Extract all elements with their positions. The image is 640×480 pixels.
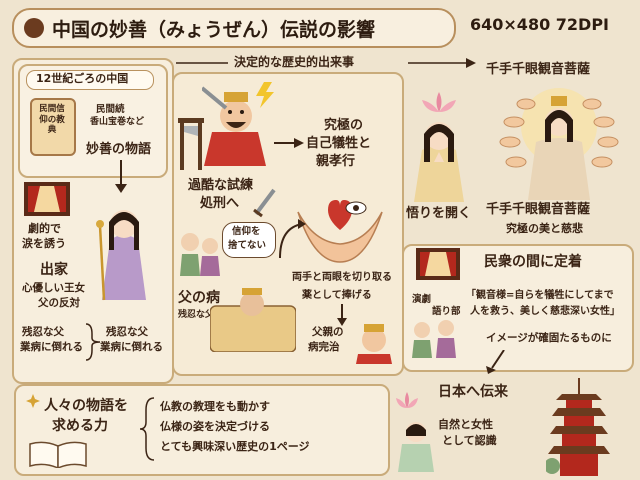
cured-line-2: 病完治	[308, 341, 340, 353]
footer-brace	[139, 397, 155, 461]
quote-line-1: 「観音様=自らを犠牲にしてまで	[466, 290, 614, 301]
footer-item-2: 仏様の姿を決定づける	[160, 420, 270, 433]
sick-father-bed-icon	[210, 288, 296, 352]
cured-line-1: 父親の	[312, 326, 344, 338]
theater-curtain-icon	[24, 182, 70, 216]
stage-icon	[416, 248, 460, 280]
princess-line-1: 心優しい王女	[22, 282, 85, 294]
faith-line-2: 捨てない	[228, 240, 267, 251]
brace-connector	[85, 323, 101, 361]
power-line-1: 人々の物語を	[44, 398, 128, 414]
japan-label: 日本へ伝来	[438, 384, 508, 400]
hands-line-1: 両手と両眼を切り取る	[292, 272, 392, 283]
praying-miaoshan-icon	[414, 122, 464, 202]
drama-small-label: 演劇	[412, 294, 432, 305]
princess-line-2: 父の反対	[38, 297, 80, 309]
image-label: イメージが確固たるものに	[486, 332, 612, 344]
lotus-icon	[422, 92, 456, 112]
recovered-king-icon	[356, 324, 392, 364]
trial-line-2: 処刑へ	[200, 196, 240, 211]
folk-scroll	[30, 98, 76, 156]
thousand-top-label: 千手千眼観音菩薩	[486, 62, 591, 77]
cruel-father-alt-line-1: 残忍な父	[106, 326, 148, 338]
dimensions-label: 640×480 72DPI	[470, 15, 609, 34]
enlighten-label: 悟りを開く	[406, 206, 472, 221]
nature-line-1: 自然と女性	[438, 418, 493, 431]
sources-line-2: 香山宝巻など	[90, 117, 145, 127]
footer-item-1: 仏教の教理をも動かす	[160, 400, 270, 413]
angry-king-icon	[202, 86, 266, 166]
timeline-label: 決定的な歴史的出来事	[234, 55, 355, 69]
timeline-arrow	[176, 58, 476, 68]
cruel-father-line-1: 残忍な父	[22, 326, 64, 338]
drama-line-2: 涙を誘う	[22, 237, 66, 250]
power-line-2: 求める力	[52, 418, 108, 434]
folk-scroll-text: 民間信仰の教典	[39, 104, 65, 136]
down-arrow-icon	[115, 160, 127, 193]
lotus-small-icon	[396, 392, 418, 408]
pagoda-icon	[546, 378, 610, 476]
leave-home-label: 出家	[40, 262, 68, 278]
hands-line-2: 薬として捧げる	[302, 290, 372, 301]
spread-label: 民衆の間に定着	[484, 254, 582, 270]
sacrifice-line-3: 親孝行	[316, 154, 356, 169]
right-arrow-icon	[274, 138, 304, 148]
down-arrow-small-icon	[337, 304, 347, 326]
bullet-dot-icon	[24, 18, 44, 38]
storyteller-label: 語り部	[432, 306, 461, 317]
open-book-icon	[29, 441, 87, 468]
cruel-father-line-2: 業病に倒れる	[20, 341, 83, 353]
quote-line-2: 人を救う、美しく慈悲深い女性」	[470, 306, 620, 317]
sources-line-1: 民間続	[96, 104, 125, 115]
illness-label: 父の病	[178, 290, 220, 306]
sacrifice-line-1: 究極の	[324, 118, 364, 133]
princess-miaoshan-icon	[96, 210, 146, 301]
title-banner: 中国の妙善（みょうぜん）伝説の影響	[12, 8, 456, 48]
era-label: 12世紀ごろの中国	[36, 72, 129, 85]
audience-icon	[412, 320, 456, 358]
guillotine-icon	[178, 118, 204, 170]
speech-bubble	[222, 222, 276, 258]
nature-line-2: として認識	[442, 434, 497, 447]
story-label: 妙善の物語	[86, 142, 152, 157]
sacrifice-line-2: 自己犠牲と	[306, 136, 372, 151]
down-right-arrow-icon	[486, 350, 505, 374]
era-label-box	[26, 70, 154, 90]
thousand-arm-guanyin-icon	[499, 88, 619, 200]
thousand-name-label: 千手千眼観音菩薩	[486, 202, 591, 217]
cruel-father-small: 残忍な父	[178, 310, 215, 320]
offering-hands-icon	[297, 200, 383, 263]
footer-item-3: とても興味深い歴史の1ページ	[160, 440, 310, 453]
beauty-label: 究極の美と慈悲	[506, 222, 583, 235]
worried-people-icon	[180, 233, 220, 276]
trial-line-1: 過酷な試練	[188, 178, 254, 193]
faith-line-1: 信仰を	[232, 226, 261, 237]
lightning-icon	[256, 82, 274, 108]
sparkle-icon	[26, 394, 40, 408]
japanese-woman-icon	[398, 422, 434, 472]
page-title: 中国の妙善（みょうぜん）伝説の影響	[52, 18, 376, 41]
curved-arrow-icon	[279, 219, 306, 258]
cruel-father-alt-line-2: 業病に倒れる	[100, 341, 163, 353]
sword-icon	[253, 188, 276, 218]
drama-line-1: 劇的で	[28, 222, 61, 235]
